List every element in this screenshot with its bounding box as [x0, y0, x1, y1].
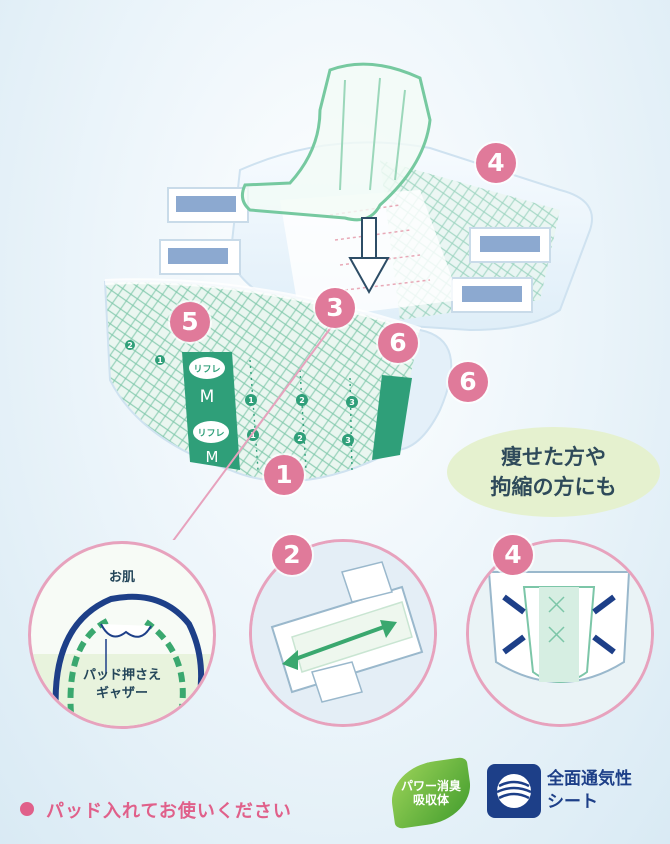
breathable-sheet-icon	[487, 764, 541, 818]
svg-text:1: 1	[157, 356, 163, 365]
marker-4: 4	[476, 143, 516, 183]
brand-mark-lower: リフレ	[193, 421, 229, 443]
brand-mark-upper: リフレ	[189, 357, 225, 379]
gauge-lines	[249, 359, 353, 471]
detail-circle-fit	[466, 539, 654, 727]
leader-line	[172, 321, 336, 540]
insert-arrow-icon	[348, 217, 390, 295]
marker-5: 5	[170, 302, 210, 342]
detail-circle-skin: お肌 パッド押さえ ギャザー	[28, 541, 216, 729]
size-mark-lower: M	[206, 448, 219, 466]
svg-text:2: 2	[299, 396, 305, 405]
svg-text:リフレ: リフレ	[193, 364, 220, 375]
marker-4-detail: 4	[493, 535, 533, 575]
power-deodorant-badge: パワー消臭 吸収体	[387, 756, 475, 830]
gather-diagram	[31, 593, 213, 726]
svg-text:2: 2	[297, 434, 303, 443]
size-mark-upper: M	[200, 387, 215, 407]
bullet-icon	[20, 802, 34, 816]
usage-note: パッド入れてお使いください	[46, 801, 292, 822]
svg-text:3: 3	[345, 436, 351, 445]
right-tape-tabs	[451, 227, 551, 313]
marker-6-front: 6	[378, 323, 418, 363]
svg-text:3: 3	[349, 398, 355, 407]
brand-band	[182, 352, 240, 470]
marker-3: 3	[315, 288, 355, 328]
skin-label: お肌	[108, 570, 135, 585]
gather-caption-line-1: パッド押さえ	[82, 668, 161, 683]
callout-line-1: 痩せた方や	[501, 445, 606, 469]
marker-6-back: 6	[448, 362, 488, 402]
svg-text:1: 1	[250, 431, 256, 440]
callout-line-2: 拘縮の方にも	[490, 475, 617, 499]
left-tape-tabs	[159, 187, 249, 275]
marker-2: 2	[272, 535, 312, 575]
breathable-sheet-label: 全面通気性 シート	[547, 768, 632, 814]
fit-diagram	[469, 542, 651, 724]
svg-text:2: 2	[127, 341, 133, 350]
breathable-line-1: 全面通気性	[547, 769, 632, 789]
callout-bubble: 痩せた方や 拘縮の方にも	[447, 427, 660, 517]
marker-1: 1	[264, 455, 304, 495]
svg-text:リフレ: リフレ	[197, 428, 224, 439]
leaf-label-line-2: 吸収体	[412, 793, 449, 807]
svg-text:1: 1	[248, 396, 254, 405]
gather-caption-line-2: ギャザー	[95, 686, 148, 701]
breathable-line-2: シート	[547, 792, 598, 812]
leaf-label-line-1: パワー消臭	[400, 779, 461, 793]
